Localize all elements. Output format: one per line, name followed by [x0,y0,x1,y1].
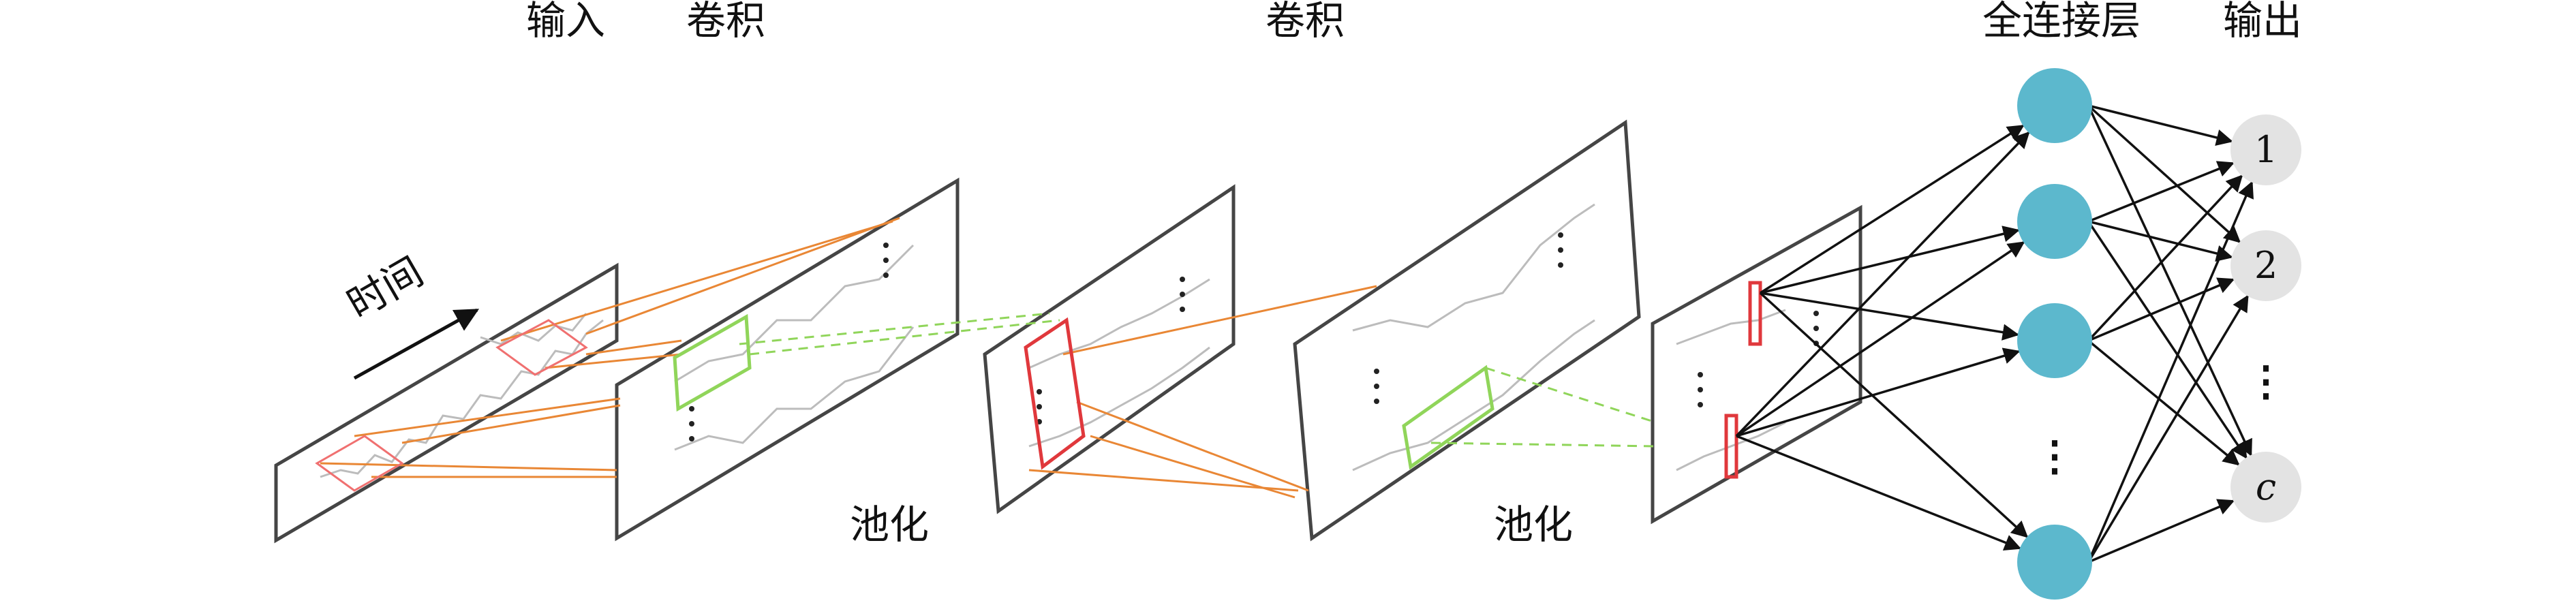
edge-hidden-to-output [2087,104,2241,243]
fc-label: 全连接层 [1982,0,2141,44]
green-windows [673,313,1494,470]
edge-pool-to-hidden [1736,347,2021,437]
hidden-ellipsis: ⋮ [2034,433,2075,480]
edge-pool-to-hidden [1736,241,2025,437]
conv1-label: 卷积 [686,0,765,44]
edge-hidden-to-output [2087,181,2254,563]
hidden-node [2017,184,2092,259]
edge-hidden-to-output [2087,161,2235,223]
edge-hidden-to-output [2088,220,2233,262]
green-connections [739,312,1657,448]
edge-hidden-to-output [2087,339,2240,466]
input-windows [315,319,588,492]
edge-hidden-to-output [2087,174,2243,342]
network-edges [1735,104,2254,563]
hidden-node [2017,303,2092,378]
top-labels: 输入 卷积 卷积 全连接层 输出 [526,0,2302,44]
edge-pool-to-hidden [1735,131,2030,437]
pool2-plane [1651,204,1862,525]
hidden-node [2017,68,2092,143]
time-arrow [353,308,480,380]
output-label: 输出 [2223,0,2302,44]
edge-hidden-to-output [2087,499,2235,563]
red-windows [1024,281,1762,479]
conv1-plane [615,177,960,542]
input-label: 输入 [526,0,605,44]
output-node [2230,114,2301,185]
hidden-node [2017,525,2092,600]
output-node-label: 2 [2254,244,2278,287]
output-node [2230,230,2301,301]
plane-dots [689,232,1819,441]
output-node [2230,452,2301,523]
edge-pool-to-hidden [1736,435,2022,551]
edge-hidden-to-output [2087,105,2252,457]
conv2-label: 卷积 [1266,0,1345,44]
edge-hidden-to-output [2087,221,2248,459]
pool1-plane [983,184,1236,514]
output-node-label: 1 [2254,128,2278,171]
edge-pool-to-hidden [1760,226,2020,294]
edge-pool-to-hidden [1760,125,2025,294]
output-node-label: c [2256,465,2276,508]
orange-connections [320,217,1377,499]
edge-hidden-to-output [2087,277,2235,342]
input-plane [274,262,619,544]
edge-hidden-to-output [2088,104,2233,146]
edge-pool-to-hidden [1759,292,2029,538]
edge-pool-to-hidden [1760,292,2020,341]
output-ellipsis: ⋮ [2245,358,2286,405]
conv2-plane [1293,119,1641,542]
network-nodes: 1 2 c [2017,68,2301,600]
time-label: 时间 [339,248,431,328]
bottom-labels: 池化 池化 [850,501,1573,548]
pool2-label: 池化 [1494,501,1573,548]
pool1-label: 池化 [850,501,929,548]
edge-hidden-to-output [2087,294,2249,563]
